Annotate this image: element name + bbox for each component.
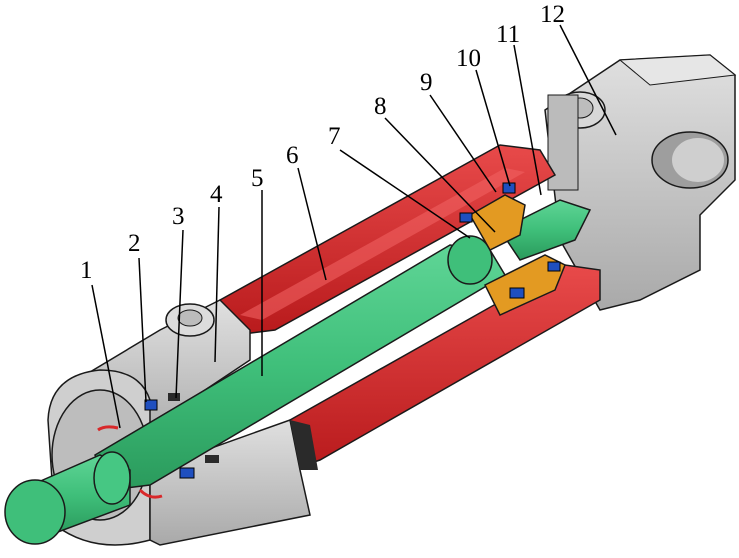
leader-lines (91, 24, 617, 429)
leader-line-8 (384, 117, 496, 233)
leader-line-3 (175, 229, 184, 399)
callout-12: 12 (540, 1, 565, 28)
callout-3: 3 (172, 203, 185, 230)
leader-line-6 (297, 167, 327, 281)
leader-line-11 (513, 44, 542, 196)
callout-10: 10 (456, 45, 481, 72)
leader-line-1 (91, 284, 121, 429)
leader-line-10 (475, 69, 511, 187)
callout-6: 6 (286, 142, 299, 169)
leader-line-9 (429, 94, 497, 193)
rod-tip (4, 451, 131, 545)
callout-5: 5 (251, 165, 264, 192)
piston (468, 194, 566, 316)
rear-end-cap (544, 54, 737, 311)
leader-line-7 (339, 149, 471, 239)
leader-line-2 (138, 257, 147, 403)
leader-line-12 (559, 24, 617, 136)
seals (97, 182, 561, 499)
callout-8: 8 (374, 93, 387, 120)
callout-1: 1 (80, 257, 93, 284)
callout-9: 9 (420, 69, 433, 96)
callout-labels: 1 2 3 4 5 6 7 8 9 10 11 12 (80, 1, 565, 284)
barrel-lower-wall (149, 264, 601, 546)
callout-7: 7 (328, 123, 341, 150)
callout-11: 11 (496, 21, 520, 48)
callout-4: 4 (210, 181, 223, 208)
callout-2: 2 (128, 230, 141, 257)
leader-line-4 (214, 206, 220, 363)
piston-rod (94, 199, 592, 491)
